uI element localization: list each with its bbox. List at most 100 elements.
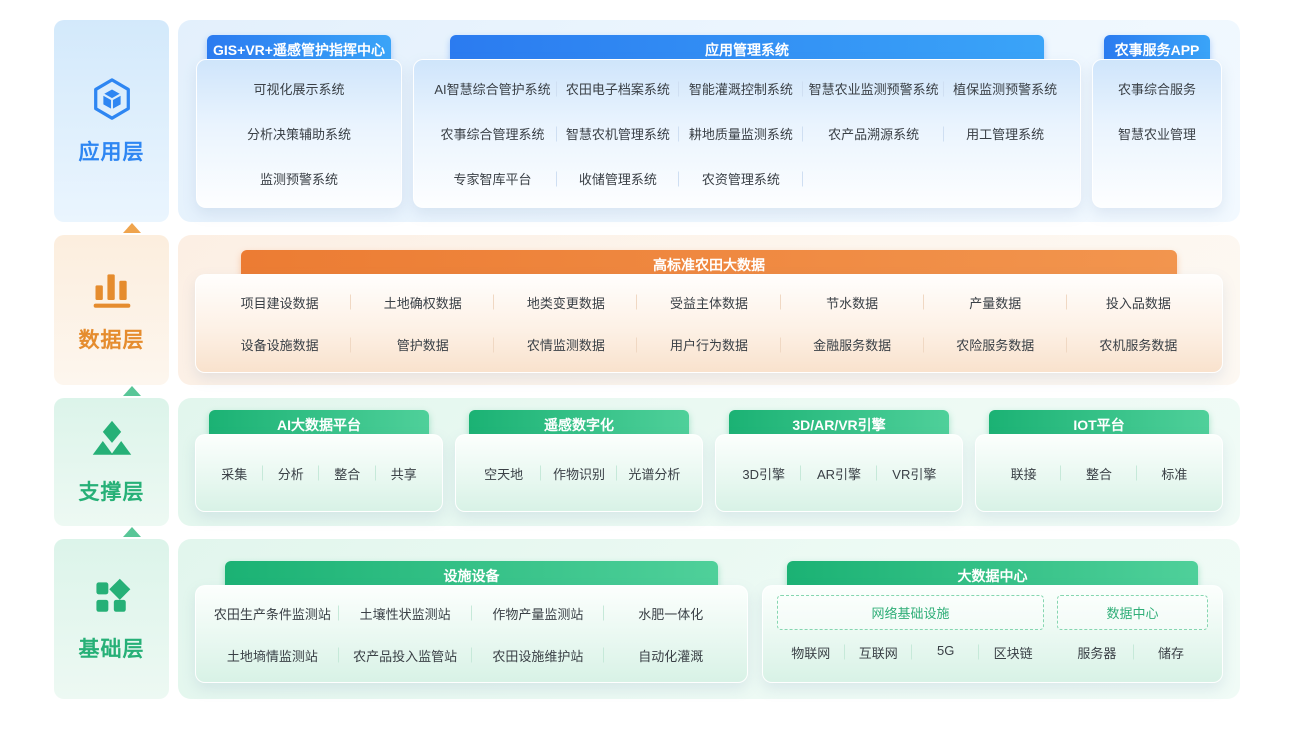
- layer-name: 数据层: [78, 328, 145, 352]
- up-arrow-icon: [123, 223, 141, 233]
- infra-item: 互联网: [845, 641, 912, 664]
- capability-item: VR引擎: [892, 466, 937, 482]
- base-layer-panel: 设施设备 农田生产条件监测站 土壤性状监测站 作物产量监测站 水肥一体化 土地墒…: [178, 539, 1240, 699]
- application-layer-row: 应用层 GIS+VR+遥感管护指挥中心 可视化展示系统 分析决策辅助系统 监测预…: [54, 20, 1240, 222]
- system-item: 分析决策辅助系统: [246, 127, 351, 142]
- big-data-center-subgroups: 网络基础设施 数据中心: [777, 595, 1208, 630]
- hexagon-cube-icon: [93, 77, 130, 120]
- remote-sensing-group: 遥感数字化 空天地 作物识别 光谱分析: [455, 410, 703, 512]
- system-item: 智慧农机管理系统: [557, 122, 679, 145]
- system-item: 农事综合服务: [1117, 82, 1196, 97]
- data-item: 受益主体数据: [637, 291, 780, 314]
- iot-platform-group: IOT平台 联接 整合 标准: [975, 410, 1223, 512]
- engine-3d-ar-vr-group: 3D/AR/VR引擎 3D引擎 AR引擎 VR引擎: [715, 410, 963, 512]
- data-item: 项目建设数据: [208, 291, 351, 314]
- data-layer-panel: 高标准农田大数据 项目建设数据 土地确权数据 地类变更数据 受益主体数据 节水数…: [178, 235, 1240, 385]
- base-layer-label-card: 基础层: [54, 539, 169, 699]
- capability-item: 光谱分析: [628, 466, 681, 482]
- system-item: 农产品溯源系统: [803, 122, 944, 145]
- network-infrastructure-box: 网络基础设施: [777, 595, 1044, 630]
- layer-name: 支撑层: [78, 480, 145, 504]
- system-item: AI智慧综合管护系统: [428, 77, 557, 100]
- infra-item: 服务器: [1060, 641, 1134, 664]
- system-item: 智慧农业监测预警系统: [803, 77, 944, 100]
- empty-cell: [1155, 177, 1159, 181]
- data-item: 设备设施数据: [208, 333, 351, 356]
- system-item: 可视化展示系统: [253, 82, 345, 97]
- network-infrastructure-items: 物联网 互联网 5G 区块链: [777, 641, 1047, 664]
- base-layer-row: 基础层 设施设备 农田生产条件监测站 土壤性状监测站 作物产量监测站 水肥一体化…: [54, 539, 1240, 699]
- big-data-center-group: 大数据中心 网络基础设施 数据中心 物联网 互联网 5G 区块链: [762, 561, 1223, 683]
- system-item: 智能灌溉控制系统: [679, 77, 803, 100]
- up-arrow-icon: [123, 386, 141, 396]
- engine-3d-ar-vr-card: 3D引擎 AR引擎 VR引擎: [715, 434, 963, 512]
- data-item: 金融服务数据: [781, 333, 924, 356]
- station-item: 自动化灌溉: [638, 648, 704, 664]
- system-item: 监测预警系统: [259, 172, 338, 187]
- support-layer-panel: AI大数据平台 采集 分析 整合 共享 遥感数字化 空天地 作物识别 光谱分析 …: [178, 398, 1240, 526]
- remote-sensing-card: 空天地 作物识别 光谱分析: [455, 434, 703, 512]
- support-layer-row: 支撑层 AI大数据平台 采集 分析 整合 共享 遥感数字化 空天地 作物识别 光…: [54, 398, 1240, 526]
- capability-item: 3D引擎: [726, 462, 801, 485]
- application-layer-panel: GIS+VR+遥感管护指挥中心 可视化展示系统 分析决策辅助系统 监测预警系统 …: [178, 20, 1240, 222]
- farm-service-app-card: 农事综合服务 智慧农业管理: [1092, 59, 1222, 208]
- capability-item: AR引擎: [801, 462, 876, 485]
- capability-item: 共享: [390, 466, 417, 482]
- system-item: 植保监测预警系统: [953, 82, 1058, 97]
- capability-item: 标准: [1161, 466, 1188, 482]
- station-item: 土地墒情监测站: [206, 644, 339, 667]
- station-item: 农田设施维护站: [472, 644, 605, 667]
- station-item: 农田生产条件监测站: [206, 602, 339, 625]
- infra-item: 5G: [912, 641, 979, 664]
- application-management-group: 应用管理系统 AI智慧综合管护系统 农田电子档案系统 智能灌溉控制系统 智慧农业…: [413, 35, 1081, 208]
- system-item: 收储管理系统: [557, 167, 679, 190]
- infra-item: 储存: [1157, 645, 1184, 661]
- iot-platform-card: 联接 整合 标准: [975, 434, 1223, 512]
- capability-item: 联接: [986, 462, 1061, 485]
- capability-item: 作物识别: [541, 462, 616, 485]
- system-item: 专家智库平台: [428, 167, 557, 190]
- big-data-center-card: 网络基础设施 数据中心 物联网 互联网 5G 区块链 服务器 储存: [762, 585, 1223, 683]
- data-center-box: 数据中心: [1056, 595, 1208, 630]
- data-item: 节水数据: [781, 291, 924, 314]
- data-center-items: 服务器 储存: [1060, 641, 1208, 664]
- infra-item: 区块链: [993, 645, 1033, 661]
- data-item: 用户行为数据: [637, 333, 780, 356]
- data-item: 农情监测数据: [494, 333, 637, 356]
- data-item: 产量数据: [924, 291, 1067, 314]
- farm-service-app-group: 农事服务APP 农事综合服务 智慧农业管理: [1092, 35, 1222, 208]
- station-item: 作物产量监测站: [472, 602, 605, 625]
- data-item: 地类变更数据: [494, 291, 637, 314]
- capability-item: 整合: [1061, 462, 1136, 485]
- data-item: 农险服务数据: [924, 333, 1067, 356]
- system-item: 农事综合管理系统: [428, 122, 557, 145]
- data-item: 投入品数据: [1105, 295, 1171, 311]
- ai-big-data-platform-card: 采集 分析 整合 共享: [195, 434, 443, 512]
- gis-command-center-card: 可视化展示系统 分析决策辅助系统 监测预警系统: [196, 59, 402, 208]
- station-item: 农产品投入监管站: [339, 644, 472, 667]
- layer-name: 基础层: [78, 637, 145, 661]
- application-management-card: AI智慧综合管护系统 农田电子档案系统 智能灌溉控制系统 智慧农业监测预警系统 …: [413, 59, 1081, 208]
- system-item: 耕地质量监测系统: [679, 122, 803, 145]
- system-item: 农田电子档案系统: [557, 77, 679, 100]
- gis-command-center-group: GIS+VR+遥感管护指挥中心 可视化展示系统 分析决策辅助系统 监测预警系统: [196, 35, 402, 208]
- data-layer-row: 数据层 高标准农田大数据 项目建设数据 土地确权数据 地类变更数据 受益主体数据…: [54, 235, 1240, 385]
- capability-item: 空天地: [466, 462, 541, 485]
- system-item: 智慧农业管理: [1117, 127, 1196, 142]
- facility-equipment-card: 农田生产条件监测站 土壤性状监测站 作物产量监测站 水肥一体化 土地墒情监测站 …: [195, 585, 749, 683]
- infra-item: 物联网: [777, 641, 844, 664]
- system-item: 农资管理系统: [679, 167, 803, 190]
- capability-item: 整合: [319, 462, 376, 485]
- system-item: 用工管理系统: [966, 127, 1045, 142]
- data-item: 管护数据: [351, 333, 494, 356]
- support-layer-label-card: 支撑层: [54, 398, 169, 526]
- ai-big-data-platform-group: AI大数据平台 采集 分析 整合 共享: [195, 410, 443, 512]
- farmland-big-data-card: 项目建设数据 土地确权数据 地类变更数据 受益主体数据 节水数据 产量数据 投入…: [195, 274, 1223, 373]
- layer-name: 应用层: [78, 140, 145, 164]
- capability-item: 分析: [263, 462, 320, 485]
- facility-equipment-group: 设施设备 农田生产条件监测站 土壤性状监测站 作物产量监测站 水肥一体化 土地墒…: [195, 561, 749, 683]
- station-item: 水肥一体化: [638, 606, 704, 622]
- data-layer-label-card: 数据层: [54, 235, 169, 385]
- diamond-triangles-icon: [92, 420, 131, 455]
